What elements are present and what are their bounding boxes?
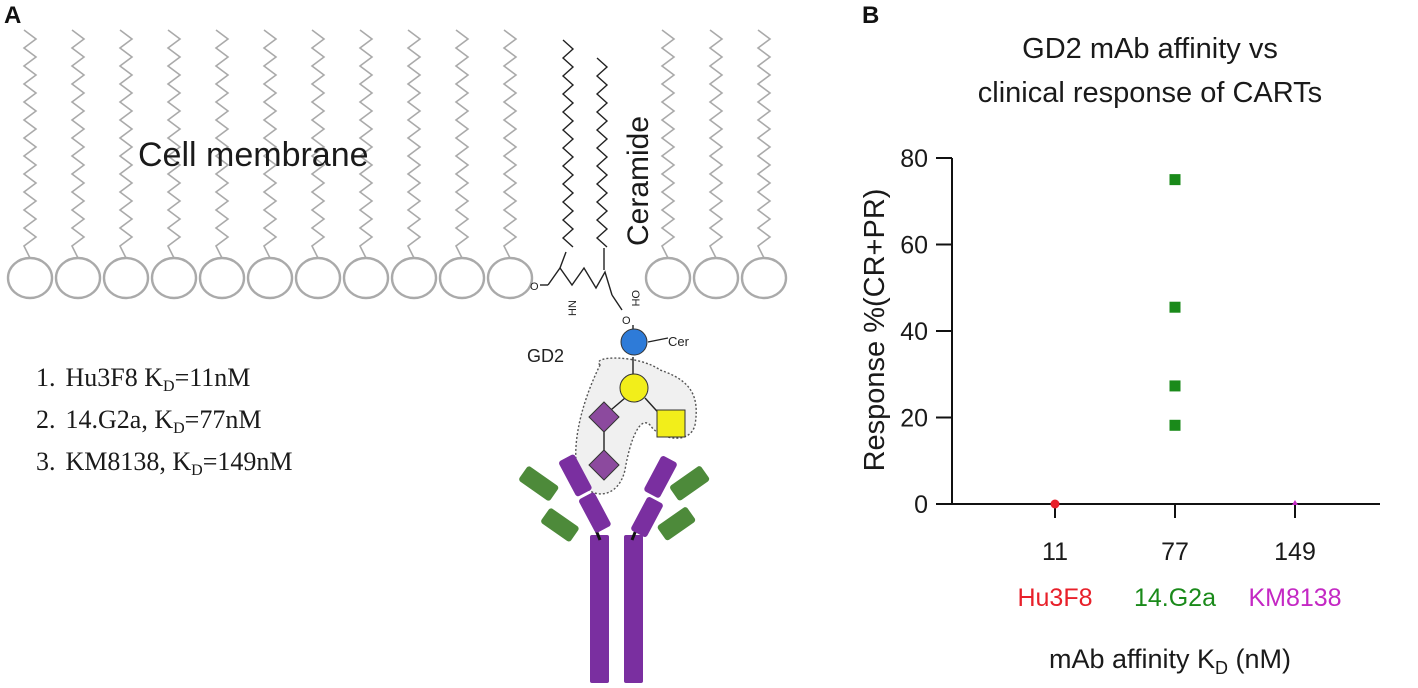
ceramide-backbone — [547, 266, 613, 296]
y-tick-label: 60 — [900, 232, 928, 260]
panel-b-letter: B — [862, 2, 880, 29]
lipid-head — [390, 256, 438, 300]
fab-heavy-left-1 — [559, 454, 592, 497]
data-point — [1050, 499, 1060, 509]
o-label-2: O — [622, 315, 631, 327]
data-point — [1169, 380, 1181, 392]
lipid-tail — [118, 29, 134, 259]
fab-light-left-2 — [541, 508, 579, 542]
fab-heavy-left-2 — [579, 492, 611, 533]
lipid-tail — [166, 29, 182, 259]
glucose-icon — [620, 328, 648, 356]
lipid-head — [644, 256, 692, 300]
y-tick-label: 40 — [900, 318, 928, 346]
y-tick-label: 80 — [900, 145, 928, 173]
fab-light-right-1 — [670, 466, 710, 501]
fab-light-right-2 — [657, 507, 696, 541]
lipid-head — [438, 256, 486, 300]
galactose-icon — [619, 373, 649, 403]
lipid-head — [150, 256, 198, 300]
heavy-chain-left — [590, 535, 609, 683]
lipid-head — [692, 256, 740, 300]
lipid-tails — [22, 29, 772, 259]
antibody-icon — [519, 454, 710, 683]
x-tick-label: 11 — [1042, 538, 1068, 566]
gd2-label: GD2 — [527, 346, 564, 366]
lipid-tail — [454, 29, 470, 259]
data-point — [1169, 174, 1181, 186]
lipid-tail — [708, 29, 724, 259]
lipid-tail — [214, 29, 230, 259]
fab-heavy-right-2 — [631, 497, 663, 537]
ceramide-label: Ceramide — [622, 116, 655, 246]
lipid-tail — [262, 29, 278, 259]
y-axis-label: Response %(CR+PR) — [859, 189, 891, 472]
lipid-tail — [70, 29, 86, 259]
chart-title-line-2: clinical response of CARTs — [978, 77, 1322, 109]
lipid-head — [6, 256, 54, 300]
chart-title-line-1: GD2 mAb affinity vs — [1022, 33, 1278, 65]
x-tick-label: 149 — [1274, 538, 1316, 566]
y-ticks: 0 20 40 60 80 — [900, 145, 952, 519]
sialic-acid-icon-2 — [588, 449, 620, 481]
lipid-head — [54, 256, 102, 300]
lipid-head — [486, 256, 534, 300]
antibody-item-1: 1.Hu3F8 KD=11nM — [36, 363, 250, 395]
data-points — [1050, 174, 1298, 509]
ceramide-chain-2 — [595, 57, 609, 248]
y-tick-label: 20 — [900, 405, 928, 433]
galnac-icon — [656, 409, 686, 438]
lipid-tail — [502, 29, 518, 259]
lipid-tail — [358, 29, 374, 259]
oxygen-label: O — [530, 281, 539, 293]
ceramide-structure — [540, 39, 623, 311]
panel-a-letter: A — [4, 2, 22, 29]
lipid-tail — [756, 29, 772, 259]
ceramide-link — [559, 251, 567, 269]
category-name-label: Hu3F8 — [1017, 584, 1092, 612]
fab-light-left-1 — [519, 466, 559, 501]
category-name-label: KM8138 — [1248, 584, 1341, 612]
hn-label: HN — [567, 300, 579, 316]
antibody-item-2: 2.14.G2a, KD=77nM — [36, 405, 261, 437]
data-point — [1292, 500, 1298, 505]
data-point — [1169, 419, 1181, 431]
ceramide-chain-1 — [561, 39, 575, 248]
data-point — [1169, 301, 1181, 313]
lipid-heads — [6, 256, 788, 300]
antibody-item-3: 3.KM8138, KD=149nM — [36, 447, 293, 479]
lipid-tail — [22, 29, 38, 259]
heavy-chain-right — [624, 535, 643, 683]
lipid-head — [246, 256, 294, 300]
membrane-label: Cell membrane — [138, 136, 369, 174]
oh-label: OH — [629, 290, 641, 307]
lipid-tail — [660, 29, 676, 259]
sialic-acid-icon-1 — [588, 401, 620, 433]
lipid-tail — [310, 29, 326, 259]
bond-glc-cer — [647, 337, 669, 343]
lipid-head — [294, 256, 342, 300]
lipid-head — [342, 256, 390, 300]
cer-label: Cer — [668, 334, 690, 349]
lipid-head — [198, 256, 246, 300]
y-tick-label: 0 — [914, 491, 928, 519]
lipid-head — [740, 256, 788, 300]
scatter-chart: GD2 mAb affinity vs clinical response of… — [859, 33, 1380, 678]
x-tick-label: 77 — [1161, 538, 1189, 566]
lipid-head — [102, 256, 150, 300]
fab-heavy-right-1 — [644, 456, 677, 498]
x-axis-label: mAb affinity KD (nM) — [1049, 644, 1291, 678]
lipid-tail — [406, 29, 422, 259]
ether-bond — [611, 294, 623, 311]
antibody-list: 1.Hu3F8 KD=11nM 2.14.G2a, KD=77nM 3.KM81… — [36, 363, 293, 479]
category-name-label: 14.G2a — [1134, 584, 1216, 612]
